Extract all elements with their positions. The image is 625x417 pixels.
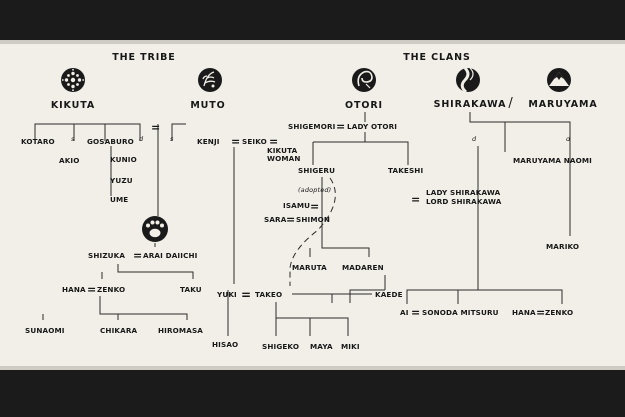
marriage-eq-shigemori: = [336,120,345,133]
otori-lines [275,112,409,336]
person-taku: TAKU [180,285,202,294]
top-border [0,0,625,40]
person-chikara: CHIKARA [100,326,138,335]
person-kikuta-woman-line1: KIKUTA [267,146,298,155]
kikuta-lines [34,123,194,320]
person-shigemori: SHIGEMORI [288,122,336,131]
marriage-eq-shizuka-arai: = [133,249,142,262]
person-yuki: YUKI [216,290,237,299]
person-hiromasa: HIROMASA [158,326,203,335]
marriage-eq-sara-shimon: = [286,213,295,226]
tribe-header: THE TRIBE [112,52,175,63]
shirakawa-river-crest-icon [456,66,480,94]
person-kotaro: KOTARO [21,137,55,146]
person-mariko: MARIKO [546,242,579,251]
marriage-eq-kenji-seiko: = [231,135,240,148]
person-kenji: KENJI [197,137,220,146]
person-sonoda-mitsuru: SONODA MITSURU [422,308,499,317]
person-zenko: ZENKO [97,285,125,294]
person-arai-daiichi: ARAI DAIICHI [143,251,198,260]
person-isamu: ISAMU [283,201,310,210]
bottom-border [0,370,625,417]
person-sunaomi: SUNAOMI [25,326,65,335]
bear-paw-icon [142,216,168,242]
person-maya: MAYA [310,342,333,351]
marker-son-kikuta: s [71,135,75,143]
group-shirakawa: SHIRAKAWA [434,99,507,110]
marriage-eq-shirakawa: = [411,193,420,206]
person-shigeru: SHIGERU [298,166,335,175]
marker-daughter-kikuta: d [139,135,144,143]
marriage-eq-hana-zenko-2: = [536,306,545,319]
person-takeo: TAKEO [255,290,282,299]
person-yuzu: YUZU [109,176,133,185]
person-kunio: KUNIO [110,155,137,164]
person-miki: MIKI [341,342,360,351]
person-lord-shirakawa: LORD SHIRAKAWA [426,197,502,206]
marriage-eq-ai-sonoda: = [411,306,420,319]
person-hana: HANA [62,285,86,294]
person-kaede: KAEDE [375,290,403,299]
person-ai: AI [400,308,409,317]
shirakawa-maruyama-lines [406,112,571,304]
maruyama-mountain-crest-icon [547,68,571,92]
otori-heron-crest-icon [352,68,376,92]
top-shadow [0,40,625,44]
person-takeshi: TAKESHI [388,166,423,175]
group-otori: OTORI [345,100,383,111]
person-hisao: HISAO [212,340,238,349]
marker-daughter-maruyama: d [566,135,571,143]
group-slash: / [508,96,513,111]
person-zenko-2: ZENKO [545,308,573,317]
person-akio: AKIO [59,156,80,165]
person-lady-otori: LADY OTORI [347,122,397,131]
muto-lines [171,123,235,336]
person-shigeko: SHIGEKO [262,342,299,351]
person-hana-2: HANA [512,308,536,317]
marker-son-muto: s [170,135,174,143]
person-gosaburo: GOSABURO [87,137,134,146]
marriage-eq-hana-zenko: = [87,283,96,296]
person-maruyama-naomi: MARUYAMA NAOMI [513,156,592,165]
person-madaren: MADAREN [342,263,384,272]
person-sara: SARA [264,215,287,224]
person-seiko: SEIKO [242,137,267,146]
person-kikuta-woman-line2: WOMAN [267,154,301,163]
clans-header: THE CLANS [403,52,471,63]
muto-crest-icon [198,68,222,92]
group-kikuta: KIKUTA [51,100,95,111]
group-muto: MUTO [190,100,225,111]
person-ume: UME [110,195,128,204]
marriage-eq-seiko-kikuta: = [269,135,278,148]
adopted-note: (adopted) [298,186,331,194]
group-maruyama: MARUYAMA [528,99,597,110]
bottom-shadow [0,366,625,370]
marriage-eq-yuki-takeo: = [241,288,251,302]
person-maruta: MARUTA [292,263,327,272]
marriage-eq-isamu-sara: = [310,200,319,213]
person-shimon: SHIMON [296,215,330,224]
kikuta-crest-icon [61,68,85,92]
marker-daughter-shirakawa: d [472,135,477,143]
person-lady-shirakawa: LADY SHIRAKAWA [426,188,501,197]
marriage-eq-kikuta-muto: = [151,121,160,134]
person-shizuka: SHIZUKA [88,251,125,260]
